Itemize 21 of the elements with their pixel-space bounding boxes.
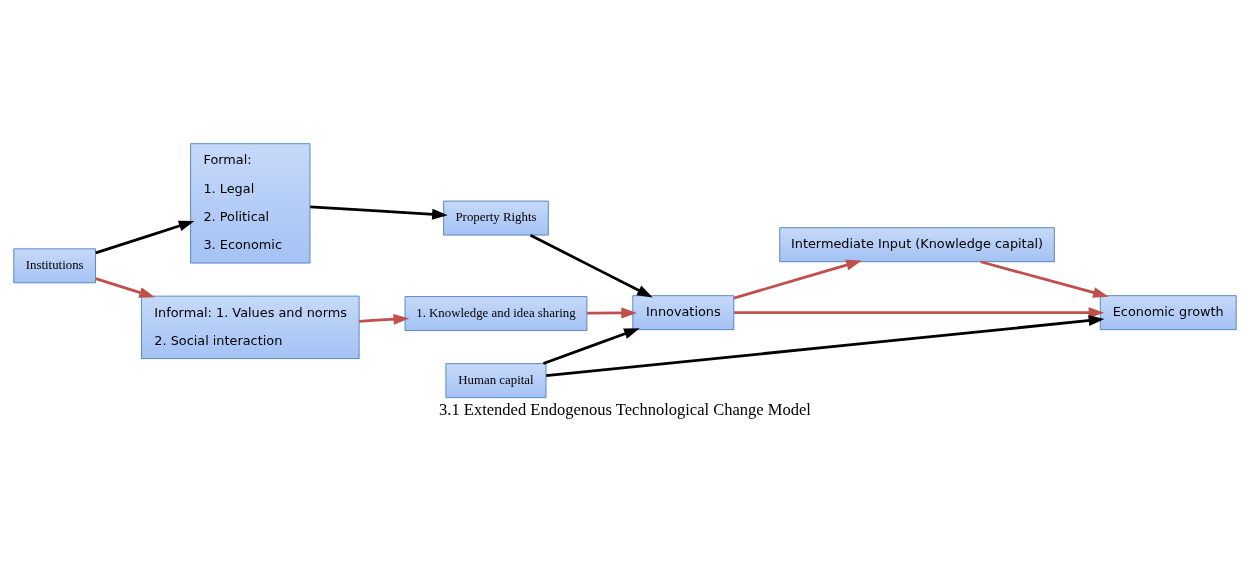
node-box: Intermediate Input (Knowledge capital)	[779, 226, 1055, 262]
arrow	[95, 276, 155, 298]
node-box: Economic growth	[1099, 294, 1237, 330]
arrow	[95, 220, 195, 254]
node-box: Formal: 1. Legal 2. Political 3. Economic	[190, 142, 311, 264]
arrow	[733, 259, 862, 299]
arrow	[734, 306, 1105, 318]
node-box: Human capital	[445, 362, 547, 398]
arrow	[310, 205, 448, 220]
node-box: Innovations	[632, 294, 735, 330]
node-box: Informal: 1. Values and norms 2. Social interaction	[141, 295, 360, 359]
arrow	[543, 327, 640, 365]
node-box: Institutions	[13, 247, 96, 283]
arrow	[359, 313, 410, 325]
arrow	[980, 259, 1109, 298]
arrow	[546, 314, 1105, 377]
node-box: Property Rights	[443, 200, 549, 235]
node-box: 1. Knowledge and idea sharing	[404, 295, 588, 331]
arrow	[529, 233, 653, 298]
arrow	[586, 307, 637, 318]
caption: 3.1 Extended Endogenous Technological Change Model	[439, 399, 811, 419]
